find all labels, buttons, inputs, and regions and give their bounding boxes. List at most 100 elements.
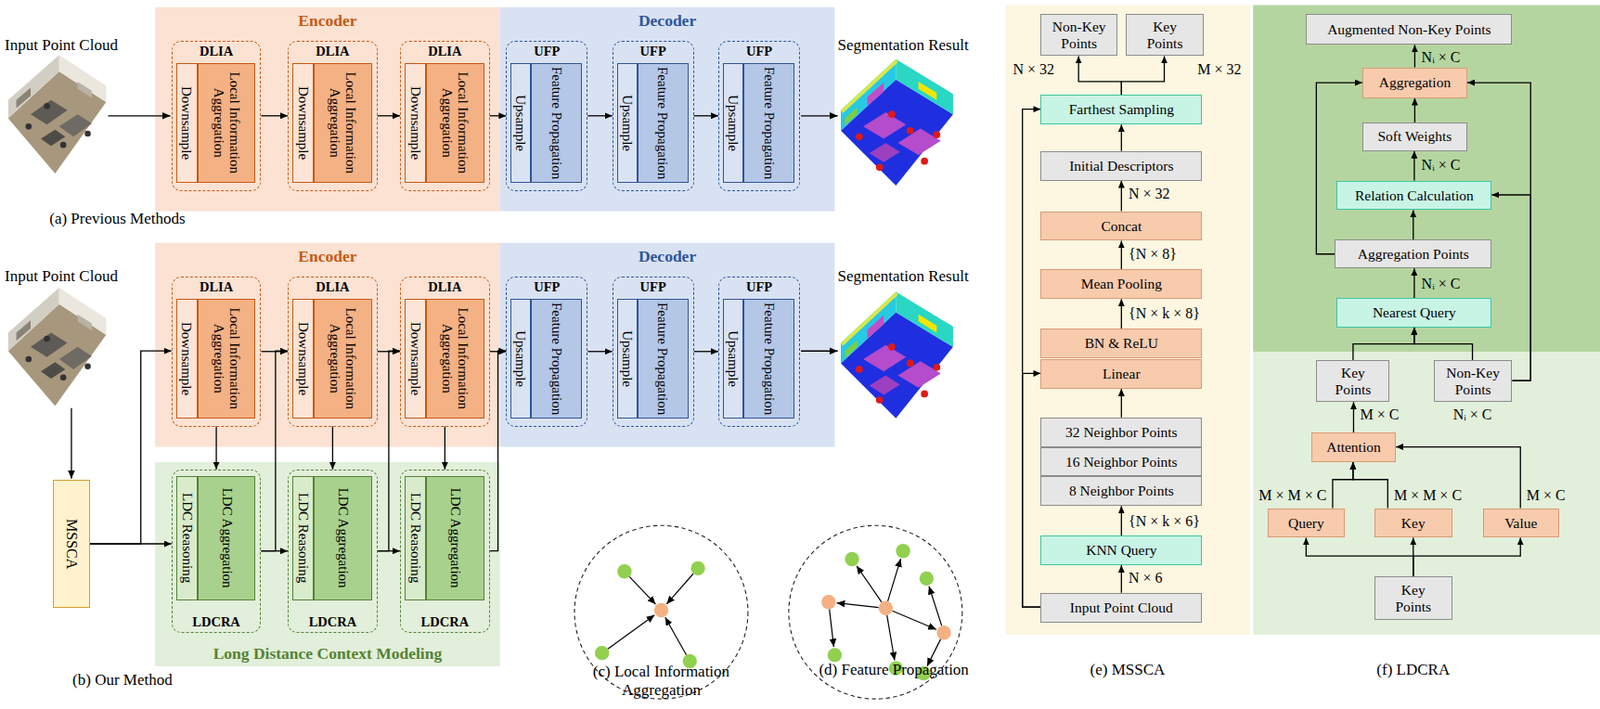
connector-arrow (1121, 180, 1123, 212)
graph-arrow (887, 615, 895, 661)
node-text: Downsample (295, 63, 311, 184)
label-anchor: (f) LDCRA (1376, 661, 1450, 681)
neighbor-point (690, 561, 705, 576)
module-group: DLIADownsampleLocal Information Aggregat… (400, 276, 491, 427)
module-group: UFPUpsampleFeature Propagation (612, 40, 695, 192)
node-text: Aggregation (1379, 74, 1451, 91)
band-fills (154, 7, 835, 667)
connector-arrow (260, 115, 288, 117)
node-text: Downsample (179, 298, 195, 420)
connector-arrow (1332, 462, 1354, 508)
sub-block: Downsample (176, 298, 198, 420)
text-label: M × M × C (1393, 487, 1462, 504)
node-text: Key Points (1390, 581, 1437, 616)
process-box: Key Points (1316, 360, 1390, 402)
label-anchor: N × 32 (1012, 61, 1055, 78)
process-box: Input Point Cloud (1040, 593, 1202, 623)
connector-arrow (1121, 124, 1123, 152)
heading-text: LDCRA (421, 614, 470, 631)
connector-arrow (90, 350, 172, 544)
module-group: DLIADownsampleLocal Information Aggregat… (400, 40, 491, 192)
node-text: Local Information Aggregation (326, 63, 360, 184)
connector-arrow (490, 115, 507, 117)
connector-arrow (1121, 298, 1123, 329)
center-point (878, 601, 893, 616)
heading-text: LDCRA (309, 614, 358, 631)
neighbor-point (844, 552, 859, 567)
node-text: Local Information Aggregation (210, 63, 244, 184)
text-label: Input Point Cloud (4, 267, 118, 286)
node-text: LDC Aggregation (218, 476, 234, 601)
sub-block: Feature Propagation (530, 63, 582, 184)
text-label: (e) MSSCA (1090, 661, 1166, 681)
region-band: EncoderDLIADownsampleLocal Information A… (154, 7, 501, 212)
node-text: LDC Reasoning (295, 476, 311, 601)
sub-block: Downsample (292, 298, 314, 420)
flow-arrow (108, 115, 171, 117)
region-band: Long Distance Context Modeling LDCRA LDC R… (154, 462, 501, 667)
connector-arrow (260, 350, 288, 552)
process-box: Augmented Non-Key Points (1305, 13, 1512, 45)
node-text: Local Information Aggregation (210, 298, 244, 420)
module-group: DLIADownsample Local Information Aggregat… (171, 276, 262, 427)
connector-arrow (1467, 82, 1531, 381)
node-text: Upsample (724, 63, 741, 184)
graph-arrow (837, 603, 879, 608)
connector-arrow (332, 426, 334, 470)
center-point (654, 603, 669, 618)
node-text: Farthest Sampling (1069, 101, 1175, 118)
center-point (936, 625, 951, 640)
connectors (90, 44, 1531, 607)
neighbor-point (594, 645, 609, 660)
sub-block: Local Information Aggregation (425, 298, 485, 420)
text-label: Nᵢ × C (1421, 274, 1461, 292)
text-label: Nᵢ × C (1421, 48, 1461, 65)
heading-text: Decoder (638, 246, 697, 266)
process-box: Key Points (1125, 13, 1205, 56)
process-box: KNN Query (1040, 535, 1202, 566)
text-label: M × C (1526, 487, 1566, 504)
panel-background (1252, 351, 1600, 635)
connector-arrow (694, 115, 719, 117)
module-group: DLIADownsampleLocal Information Aggregat… (171, 40, 262, 192)
neighbor-point (895, 543, 910, 558)
node-text: Initial Descriptors (1069, 157, 1174, 175)
node-text: MSSCA (63, 479, 80, 609)
input-point-cloud (8, 54, 107, 174)
module-group: UFPUpsampleFeature Propagation (505, 40, 588, 192)
connector-arrow (1414, 98, 1416, 123)
node-text: KNN Query (1085, 541, 1157, 559)
text-label: Segmentation Result (837, 37, 968, 56)
heading-text: DLIA (315, 43, 349, 60)
node-text: Feature Propagation (654, 298, 671, 420)
node-text: Upsample (619, 298, 635, 420)
connector-arrow (1413, 151, 1415, 181)
graph-arrow (829, 608, 835, 647)
process-box: Concat (1040, 211, 1202, 242)
connector-arrow (1121, 565, 1123, 594)
graph-arrow (892, 610, 937, 630)
heading-text: DLIA (315, 279, 349, 296)
text-label: M × M × C (1258, 487, 1327, 504)
node-text: Downsample (407, 63, 424, 184)
node-text: Key Points (1329, 364, 1377, 399)
text-label: N × 6 (1128, 569, 1163, 587)
sub-block: LDC Reasoning (404, 476, 426, 601)
center-point (821, 594, 836, 609)
connector-arrow (1078, 55, 1122, 95)
connector-arrow (1305, 537, 1413, 577)
text-label: (b) Our Method (72, 671, 173, 691)
module-group: LDCRALDC ReasoningLDC Aggregation (287, 469, 378, 633)
band-fill (154, 243, 501, 448)
process-box: Aggregation (1362, 67, 1468, 99)
label-anchor: Nᵢ × C (1421, 274, 1461, 292)
node-text: Downsample (407, 298, 424, 420)
panel-background (1252, 4, 1600, 352)
heading-text: Long Distance Context Modeling (213, 644, 442, 663)
heading-text: DLIA (199, 279, 233, 296)
sub-block: LDC Aggregation (425, 476, 485, 601)
input-point-cloud (8, 287, 107, 407)
text-label: N × 32 (1012, 61, 1055, 78)
connector-arrow (490, 350, 507, 552)
